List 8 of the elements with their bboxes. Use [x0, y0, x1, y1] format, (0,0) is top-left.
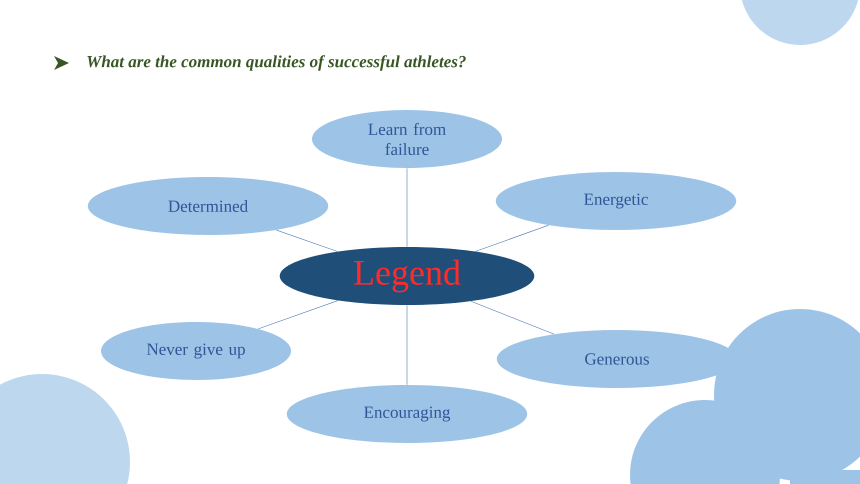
connector-line	[406, 304, 408, 386]
connector-line	[406, 168, 408, 248]
connector-line	[258, 300, 338, 330]
connector-line	[470, 300, 554, 334]
connector-line	[475, 224, 549, 252]
connector-line	[276, 230, 338, 252]
node-label: Generous	[585, 353, 649, 365]
title: What are the common qualities of successful athletes?	[87, 55, 466, 71]
